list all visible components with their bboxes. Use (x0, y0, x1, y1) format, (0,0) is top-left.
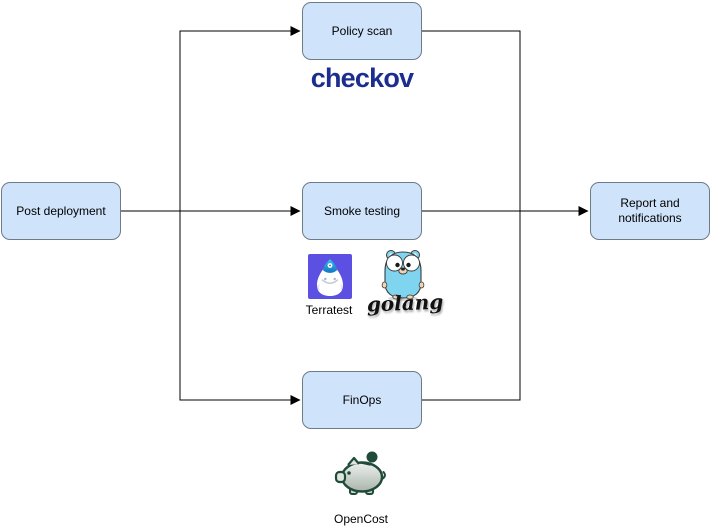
node-finops[interactable]: FinOps (302, 371, 422, 429)
edge-policy-to-merge (422, 30, 521, 211)
node-report-notifications-label: Report and notifications (618, 196, 682, 225)
terratest-label: Terratest (305, 303, 353, 317)
opencost-label: OpenCost (333, 512, 389, 526)
opencost-icon (334, 451, 386, 495)
node-policy-scan-label: Policy scan (331, 23, 393, 38)
edge-branch-to-policy (179, 26, 301, 211)
node-post-deployment-label: Post deployment (16, 203, 106, 218)
node-policy-scan[interactable]: Policy scan (302, 2, 422, 60)
edge-branch-to-finops (179, 211, 301, 405)
node-report-notifications[interactable]: Report and notifications (590, 182, 710, 240)
edge-finops-to-merge (422, 211, 521, 401)
node-finops-label: FinOps (342, 392, 382, 407)
node-smoke-testing[interactable]: Smoke testing (302, 182, 422, 240)
terratest-icon (308, 254, 352, 299)
node-post-deployment[interactable]: Post deployment (1, 182, 121, 240)
golang-wordmark: golang (366, 289, 444, 317)
checkov-logo: checkov (310, 63, 414, 93)
golang-gopher-icon (381, 250, 425, 301)
node-smoke-testing-label: Smoke testing (323, 203, 401, 218)
